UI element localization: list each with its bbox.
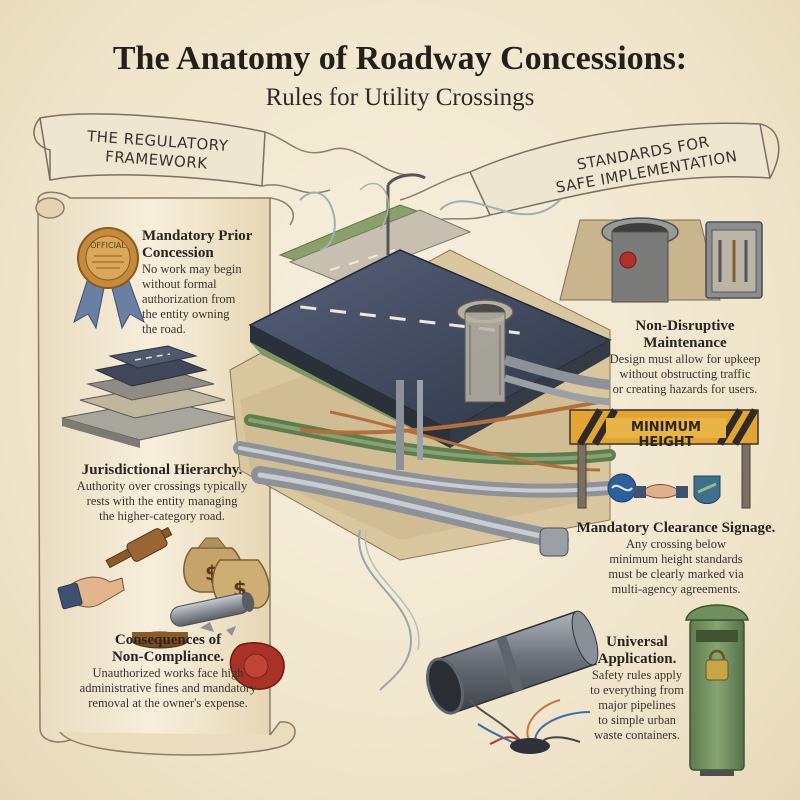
page-title: The Anatomy of Roadway Concessions: xyxy=(0,40,800,78)
section-mandatory-clearance-signage: Mandatory Clearance Signage. Any crossin… xyxy=(560,520,792,597)
minimum-height-sign-label: MINIMUM HEIGHT xyxy=(606,420,726,450)
section-title: Mandatory Clearance Signage. xyxy=(560,520,792,537)
section-jurisdictional-hierarchy: Jurisdictional Hierarchy. Authority over… xyxy=(52,462,272,524)
section-title: Non-Compliance. xyxy=(58,649,278,666)
section-title: Concession xyxy=(142,245,272,262)
section-title: Jurisdictional Hierarchy. xyxy=(52,462,272,479)
section-title: Mandatory Prior xyxy=(142,228,272,245)
section-title: Consequences of xyxy=(58,632,278,649)
road-cutaway-illustration xyxy=(230,175,610,690)
section-title: Non-Disruptive xyxy=(580,318,790,335)
page-subtitle: Rules for Utility Crossings xyxy=(0,84,800,112)
seal-text: OFFICIAL xyxy=(90,241,126,250)
section-universal-application: Universal Application. Safety rules appl… xyxy=(582,634,692,743)
section-title: Maintenance xyxy=(580,335,790,352)
section-non-disruptive-maintenance: Non-Disruptive Maintenance Design must a… xyxy=(580,318,790,397)
section-consequences-non-compliance: Consequences of Non-Compliance. Unauthor… xyxy=(58,632,278,711)
manhole-toolbox-icon xyxy=(560,218,762,302)
section-title: Application. xyxy=(582,651,692,668)
section-title: Universal xyxy=(582,634,692,651)
section-mandatory-prior-concession: Mandatory Prior Concession No work may b… xyxy=(142,228,272,337)
